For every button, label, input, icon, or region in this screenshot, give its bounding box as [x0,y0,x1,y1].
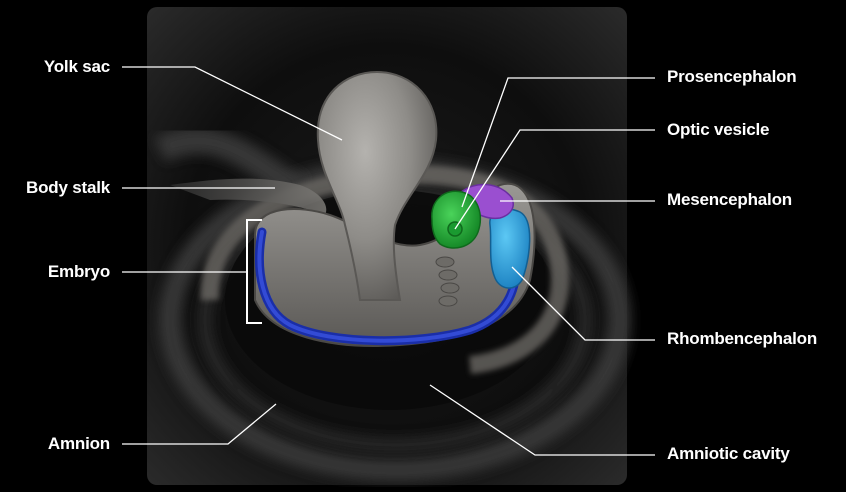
rhombencephalon-shape [490,209,530,288]
label-prosencephalon: Prosencephalon [667,67,796,87]
label-amnion: Amnion [20,434,110,454]
label-optic-vesicle: Optic vesicle [667,120,769,140]
label-body-stalk: Body stalk [6,178,110,198]
label-yolk-sac: Yolk sac [30,57,110,77]
label-rhombencephalon: Rhombencephalon [667,329,817,349]
label-embryo: Embryo [20,262,110,282]
prosencephalon-shape [432,191,480,248]
label-amniotic-cavity: Amniotic cavity [667,444,790,464]
label-mesencephalon: Mesencephalon [667,190,792,210]
